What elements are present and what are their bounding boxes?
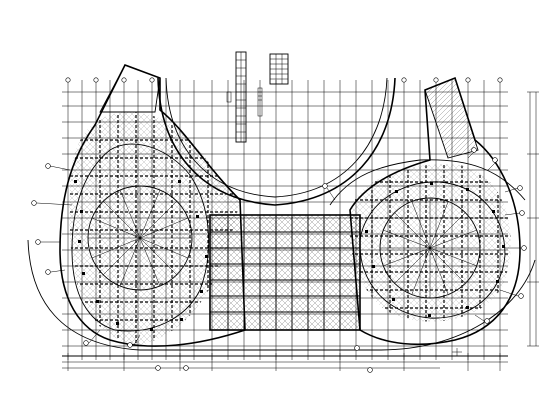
right-stair-hatch bbox=[425, 78, 478, 158]
column-markers bbox=[74, 180, 505, 331]
section-marker bbox=[452, 348, 462, 356]
left-stair-panel bbox=[99, 64, 161, 113]
bottom-dimension-lines bbox=[62, 353, 508, 371]
north-curve-right bbox=[329, 159, 526, 206]
left-column-grid bbox=[70, 112, 240, 345]
left-dome-radial bbox=[87, 185, 193, 291]
axis-bubbles-right bbox=[322, 147, 527, 324]
column-schedule-table bbox=[226, 51, 289, 143]
leader-lines bbox=[36, 151, 521, 346]
right-dimension-lines bbox=[527, 91, 539, 347]
axis-bubbles-left bbox=[31, 163, 373, 373]
axis-bubbles-top bbox=[65, 77, 503, 83]
central-block-grid bbox=[210, 215, 360, 330]
central-block-hatch bbox=[210, 215, 360, 330]
right-dome-radial bbox=[379, 197, 481, 299]
south-curve bbox=[27, 239, 536, 351]
